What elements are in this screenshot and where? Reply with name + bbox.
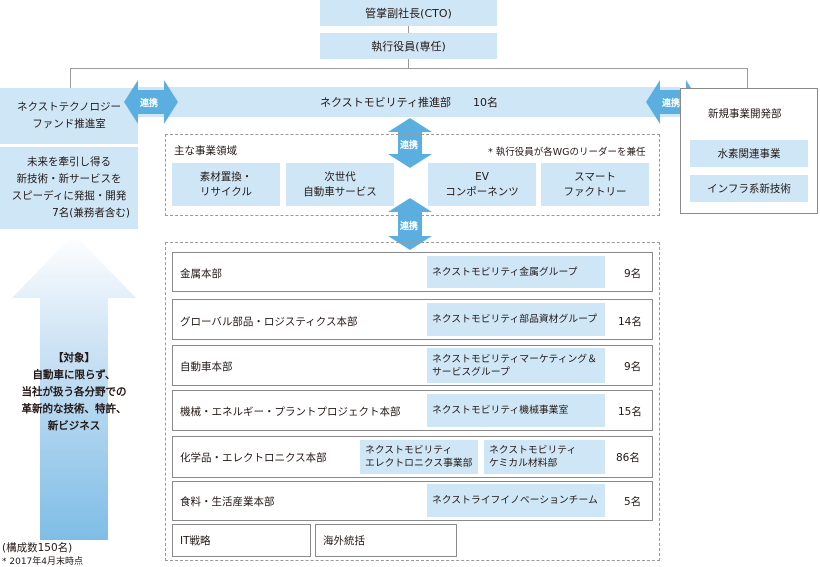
- business-area-3-line2: コンポーネンツ: [445, 185, 519, 198]
- business-area-2-line1: 次世代: [324, 170, 356, 183]
- business-heading: 主な事業領域: [174, 145, 237, 157]
- department-4-group-label: ネクストモビリティ機械事業室: [432, 405, 569, 416]
- next-mobility-bar: ネクストモビリティ推進部 10名: [138, 87, 680, 117]
- link-arrow-vertical-upper-icon: [388, 118, 432, 168]
- it-strategy-label: IT戦略: [180, 535, 211, 547]
- department-4-count: 15名: [618, 406, 642, 418]
- fund-title-line2: ファンド推進室: [32, 118, 106, 130]
- cto-box: 管掌副社長(CTO): [320, 0, 497, 26]
- business-area-1: 素材置換・ リサイクル: [172, 163, 280, 206]
- next-mobility-count: 10名: [473, 96, 498, 109]
- fund-title-box: ネクストテクノロジー ファンド推進室: [0, 88, 138, 144]
- new-biz-item-2-label: インフラ系新技術: [707, 183, 791, 195]
- department-5-group-2: ネクストモビリティ ケミカル材料部: [484, 440, 605, 474]
- department-5-count: 86名: [616, 452, 640, 464]
- business-area-1-line2: リサイクル: [200, 185, 252, 198]
- department-2-group-label: ネクストモビリティ部品資材グループ: [432, 314, 598, 325]
- department-5-group-2-line2: ケミカル材料部: [489, 458, 558, 469]
- new-biz-item-1-label: 水素関連事業: [717, 148, 781, 160]
- department-3-group-line1: ネクストモビリティマーケティング＆: [432, 353, 597, 365]
- department-6-group-label: ネクストライフイノベーションチーム: [432, 495, 598, 506]
- connector-exec-down: [408, 59, 409, 68]
- department-2-group: ネクストモビリティ部品資材グループ: [427, 303, 605, 336]
- link-arrow-left-icon: [124, 80, 178, 124]
- new-biz-item-2: インフラ系新技術: [690, 175, 808, 202]
- department-3-group: ネクストモビリティマーケティング＆ サービスグループ: [427, 348, 605, 383]
- department-5-group-2-line1: ネクストモビリティ: [489, 445, 577, 456]
- fund-title-line1: ネクストテクノロジー: [16, 101, 122, 113]
- department-4-name: 機械・エネルギー・プラントプロジェクト本部: [180, 406, 401, 418]
- fund-desc-line1: 未来を牽引し得る: [27, 156, 111, 168]
- link-label-vertical-lower: 連携: [400, 222, 419, 232]
- new-biz-item-1: 水素関連事業: [690, 140, 808, 167]
- business-area-2-line2: 自動車サービス: [303, 185, 377, 198]
- department-6-name: 食料・生活産業本部: [180, 496, 275, 508]
- department-4-group: ネクストモビリティ機械事業室: [427, 394, 605, 427]
- connector-cto-exec: [408, 26, 409, 33]
- business-note: * 執行役員が各WGのリーダーを兼任: [488, 147, 646, 158]
- department-6-group: ネクストライフイノベーションチーム: [427, 484, 605, 517]
- bracket-horizontal: [70, 68, 748, 69]
- target-line1: 【対象】: [53, 352, 95, 364]
- department-3-count: 9名: [624, 361, 642, 373]
- link-label-vertical-upper: 連携: [400, 141, 419, 151]
- bracket-right: [747, 68, 748, 90]
- overseas-box: 海外統括: [315, 524, 457, 557]
- target-text: 【対象】 自動車に限らず、 当社が扱う各分野での 革新的な技術、特許、 新ビジネ…: [0, 350, 148, 435]
- business-area-1-line1: 素材置換・: [199, 170, 253, 183]
- footer-date: * 2017年4月末時点: [2, 557, 83, 567]
- fund-desc-line2: 新技術・新サービスを: [16, 173, 122, 185]
- business-areas-box: [165, 134, 660, 216]
- department-6-count: 5名: [624, 496, 642, 508]
- fund-desc-line3: スピーディに発掘・開発: [11, 190, 127, 202]
- target-line2: 自動車に限らず、: [32, 369, 116, 381]
- business-area-4-line2: ファクトリー: [563, 185, 627, 198]
- business-area-2: 次世代 自動車サービス: [286, 163, 394, 206]
- new-biz-title: 新規事業開発部: [708, 108, 782, 120]
- target-line5: 新ビジネス: [47, 420, 101, 432]
- department-3-group-line2: サービスグループ: [432, 366, 510, 378]
- business-area-3-line1: EV: [475, 170, 489, 183]
- link-arrow-vertical-lower-icon: [388, 198, 432, 250]
- department-5-group-1-line2: エレクトロニクス事業部: [365, 458, 473, 469]
- overseas-label: 海外統括: [323, 535, 365, 547]
- department-1-group: ネクストモビリティ金属グループ: [427, 256, 605, 288]
- department-1-count: 9名: [624, 268, 642, 280]
- exec-box: 執行役員(専任): [320, 33, 497, 59]
- next-mobility-title: ネクストモビリティ推進部: [319, 96, 451, 109]
- exec-label: 執行役員(専任): [371, 40, 446, 53]
- department-1-name: 金属本部: [180, 268, 222, 280]
- department-5-group-1: ネクストモビリティ エレクトロニクス事業部: [360, 440, 478, 474]
- business-area-3: EV コンポーネンツ: [428, 163, 536, 206]
- link-label-left: 連携: [140, 99, 159, 109]
- department-3-name: 自動車本部: [180, 361, 233, 373]
- footer-members: (構成数150名): [2, 542, 73, 554]
- it-strategy-box: IT戦略: [172, 524, 311, 557]
- fund-desc-box: 未来を牽引し得る 新技術・新サービスを スピーディに発掘・開発 7名(兼務者含む…: [0, 147, 138, 229]
- target-line3: 当社が扱う各分野での: [21, 386, 127, 398]
- business-area-4: スマート ファクトリー: [541, 163, 649, 206]
- link-label-right: 連携: [662, 99, 681, 109]
- fund-desc-line4: 7名(兼務者含む): [52, 207, 130, 219]
- departments-box: [165, 242, 660, 561]
- target-line4: 革新的な技術、特許、: [21, 403, 127, 415]
- bracket-left: [70, 68, 71, 90]
- target-up-arrow-icon: [12, 234, 136, 540]
- business-area-4-line1: スマート: [574, 170, 616, 183]
- department-2-count: 14名: [618, 316, 642, 328]
- department-2-name: グローバル部品・ロジスティクス本部: [180, 316, 358, 328]
- department-5-group-1-line1: ネクストモビリティ: [365, 445, 453, 456]
- department-5-name: 化学品・エレクトロニクス本部: [180, 452, 327, 464]
- cto-label: 管掌副社長(CTO): [365, 7, 452, 20]
- department-1-group-label: ネクストモビリティ金属グループ: [432, 266, 578, 278]
